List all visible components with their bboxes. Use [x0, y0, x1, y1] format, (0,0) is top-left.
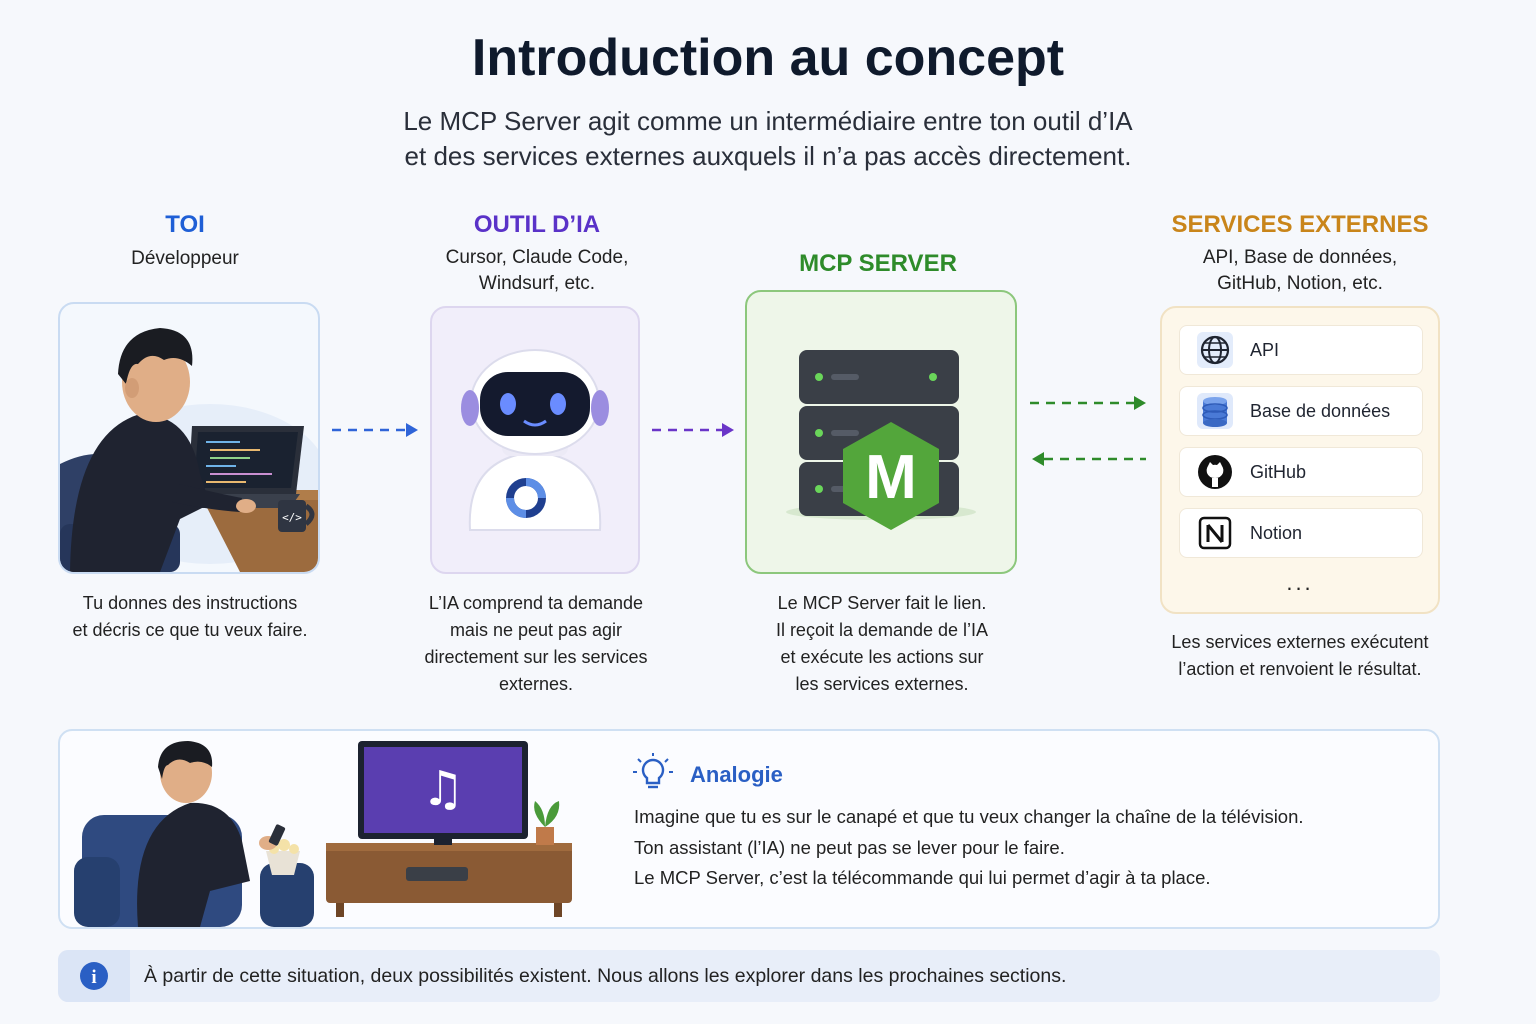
mcp-description-line: les services externes. — [795, 674, 969, 694]
arrow-mcp-to-services — [1030, 396, 1146, 410]
services-subtitle-line: GitHub, Notion, etc. — [1217, 273, 1383, 294]
info-banner: i À partir de cette situation, deux poss… — [58, 950, 1440, 1002]
ai-subtitle-line: Cursor, Claude Code, — [445, 247, 629, 268]
database-icon — [1196, 392, 1234, 430]
analogy-line: Le MCP Server, c’est la télécommande qui… — [634, 867, 1211, 888]
lightbulb-icon — [633, 753, 673, 789]
mcp-description-line: Il reçoit la demande de l’IA — [775, 620, 989, 640]
robot-illustration — [461, 349, 609, 531]
server-illustration: M — [786, 350, 976, 530]
mcp-logo-letter: M — [865, 443, 917, 512]
ai-column-title: OUTIL D’IA — [473, 211, 601, 238]
subtitle-line: et des services externes auxquels il n’a… — [404, 141, 1132, 171]
dev-description-line: Tu donnes des instructions — [82, 593, 298, 613]
arrow-services-to-mcp — [1032, 452, 1146, 466]
service-label: Base de données — [1250, 400, 1391, 421]
services-column-title: SERVICES EXTERNES — [1171, 211, 1429, 238]
ai-description-line: directement sur les services — [424, 647, 648, 667]
couch-tv-illustration: ♫ — [74, 741, 572, 927]
service-item-api[interactable]: API — [1179, 325, 1423, 375]
services-subtitle-line: API, Base de données, — [1202, 247, 1398, 268]
analogy-panel: ♫ — [58, 729, 1440, 929]
service-item-github[interactable]: GitHub — [1179, 447, 1423, 497]
globe-icon — [1196, 331, 1234, 369]
arrows-mcp-services — [1030, 396, 1146, 466]
music-note-icon: ♫ — [421, 761, 464, 817]
dev-description: Tu donnes des instructions et décris ce … — [40, 590, 340, 644]
ai-tool-card — [430, 306, 640, 574]
analogy-line: Imagine que tu es sur le canapé et que t… — [634, 806, 1304, 827]
service-label: GitHub — [1250, 461, 1307, 482]
services-card: API Base de données GitHub — [1160, 306, 1440, 614]
service-label: API — [1250, 339, 1280, 360]
service-item-notion[interactable]: Notion — [1179, 508, 1423, 558]
info-icon-letter: i — [91, 967, 96, 988]
analogy-line: Ton assistant (l’IA) ne peut pas se leve… — [634, 837, 1065, 858]
dev-column-title: TOI — [165, 211, 205, 238]
subtitle-line: Le MCP Server agit comme un intermédiair… — [403, 106, 1133, 136]
arrow-dev-to-ai — [332, 423, 418, 437]
arrow-ai-to-mcp — [652, 423, 734, 437]
ai-description-line: L’IA comprend ta demande — [428, 593, 644, 613]
notion-icon — [1196, 514, 1234, 552]
info-icon-container: i — [58, 950, 130, 1002]
mcp-column-title: MCP SERVER — [799, 250, 957, 277]
page-title: Introduction au concept — [471, 29, 1065, 87]
mcp-description-line: et exécute les actions sur — [780, 647, 984, 667]
dev-description-line: et décris ce que tu veux faire. — [72, 620, 308, 640]
dev-column-subtitle: Développeur — [131, 248, 239, 269]
services-description-line: l’action et renvoient le résultat. — [1178, 659, 1422, 679]
page-subtitle: Le MCP Server agit comme un intermédiair… — [368, 104, 1168, 174]
ai-subtitle-line: Windsurf, etc. — [478, 273, 596, 294]
info-text: À partir de cette situation, deux possib… — [144, 964, 1067, 987]
services-more-indicator: ... — [1286, 570, 1314, 595]
services-column-subtitle: API, Base de données, GitHub, Notion, et… — [1150, 245, 1450, 297]
ai-description: L’IA comprend ta demande mais ne peut pa… — [400, 590, 672, 698]
services-description-line: Les services externes exécutent — [1171, 632, 1429, 652]
mcp-description-line: Le MCP Server fait le lien. — [777, 593, 987, 613]
services-description: Les services externes exécutent l’action… — [1140, 629, 1460, 683]
ai-description-line: mais ne peut pas agir — [449, 620, 623, 640]
mcp-server-card: M — [745, 290, 1017, 574]
ai-description-line: externes. — [498, 674, 574, 694]
developer-card: </> — [58, 302, 320, 574]
ai-column-subtitle: Cursor, Claude Code, Windsurf, etc. — [410, 245, 664, 297]
mcp-description: Le MCP Server fait le lien. Il reçoit la… — [740, 590, 1024, 698]
analogy-title: Analogie — [690, 762, 783, 787]
github-icon — [1196, 453, 1234, 491]
service-item-database[interactable]: Base de données — [1179, 386, 1423, 436]
service-label: Notion — [1250, 522, 1303, 543]
mug-code-label: </> — [282, 511, 302, 524]
developer-illustration: </> — [60, 328, 318, 572]
info-icon: i — [80, 962, 108, 990]
